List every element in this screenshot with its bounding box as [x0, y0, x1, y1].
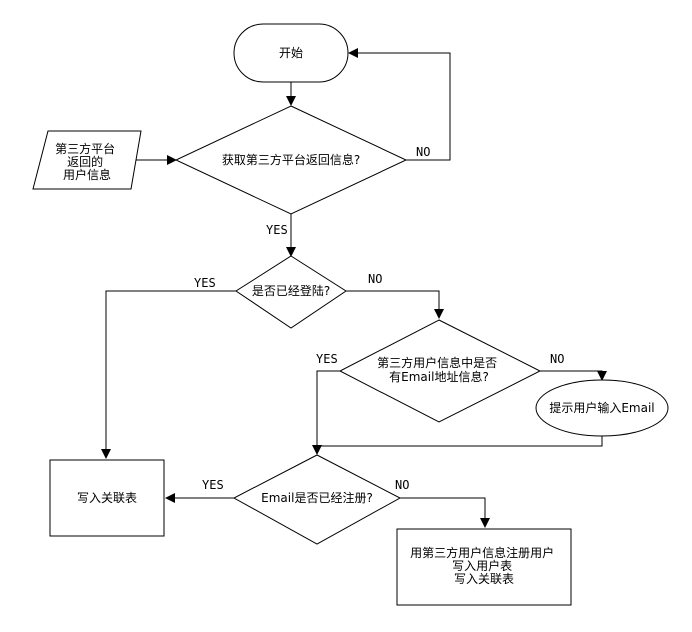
- connector-email-registered-no: [400, 497, 490, 528]
- connectors: [101, 48, 607, 528]
- connector-logged-in-yes: [101, 290, 236, 459]
- connector-prompt-to-email-check: [317, 436, 603, 447]
- start-label: 开始: [279, 46, 303, 60]
- has-email-no-label: NO: [550, 352, 564, 366]
- email-registered-label: Email是否已经注册?: [261, 490, 373, 505]
- connector-has-email-yes: [312, 370, 340, 455]
- write-link-label: 写入关联表: [77, 491, 137, 505]
- register-user-node: 用第三方用户信息注册用户 写入用户表 写入关联表: [396, 528, 572, 606]
- email-registered-no-label: NO: [395, 478, 409, 492]
- prompt-email-node: 提示用户输入Email: [535, 379, 669, 437]
- email-registered-decision: Email是否已经注册?: [232, 454, 402, 545]
- get-info-no-label: NO: [416, 145, 430, 159]
- start-terminator: 开始: [233, 23, 349, 83]
- get-info-yes-label: YES: [266, 223, 288, 237]
- write-link-node: 写入关联表: [49, 459, 165, 537]
- get-info-decision: 获取第三方平台返回信息?: [174, 105, 408, 215]
- third-party-input-node: 第三方平台 返回的 用户信息: [32, 130, 142, 190]
- third-party-input-label: 第三方平台 返回的 用户信息: [55, 141, 119, 182]
- connector-get-info-no-loop: [348, 48, 451, 161]
- logged-in-yes-label: YES: [194, 276, 216, 290]
- has-email-decision: 第三方用户信息中是否 有Email地址信息?: [338, 319, 542, 423]
- register-user-label: 用第三方用户信息注册用户 写入用户表 写入关联表: [410, 545, 558, 586]
- has-email-label: 第三方用户信息中是否 有Email地址信息?: [377, 355, 501, 384]
- logged-in-label: 是否已经登陆?: [252, 283, 330, 298]
- connector-has-email-no: [540, 370, 607, 381]
- has-email-yes-label: YES: [316, 352, 338, 366]
- email-registered-yes-label: YES: [202, 478, 224, 492]
- prompt-email-label: 提示用户输入Email: [549, 400, 654, 415]
- get-info-label: 获取第三方平台返回信息?: [222, 152, 360, 167]
- logged-in-no-label: NO: [368, 272, 382, 286]
- logged-in-decision: 是否已经登陆?: [235, 255, 347, 329]
- connector-logged-in-no: [346, 290, 444, 319]
- edge-labels: NO YES YES NO YES NO YES NO: [194, 145, 564, 492]
